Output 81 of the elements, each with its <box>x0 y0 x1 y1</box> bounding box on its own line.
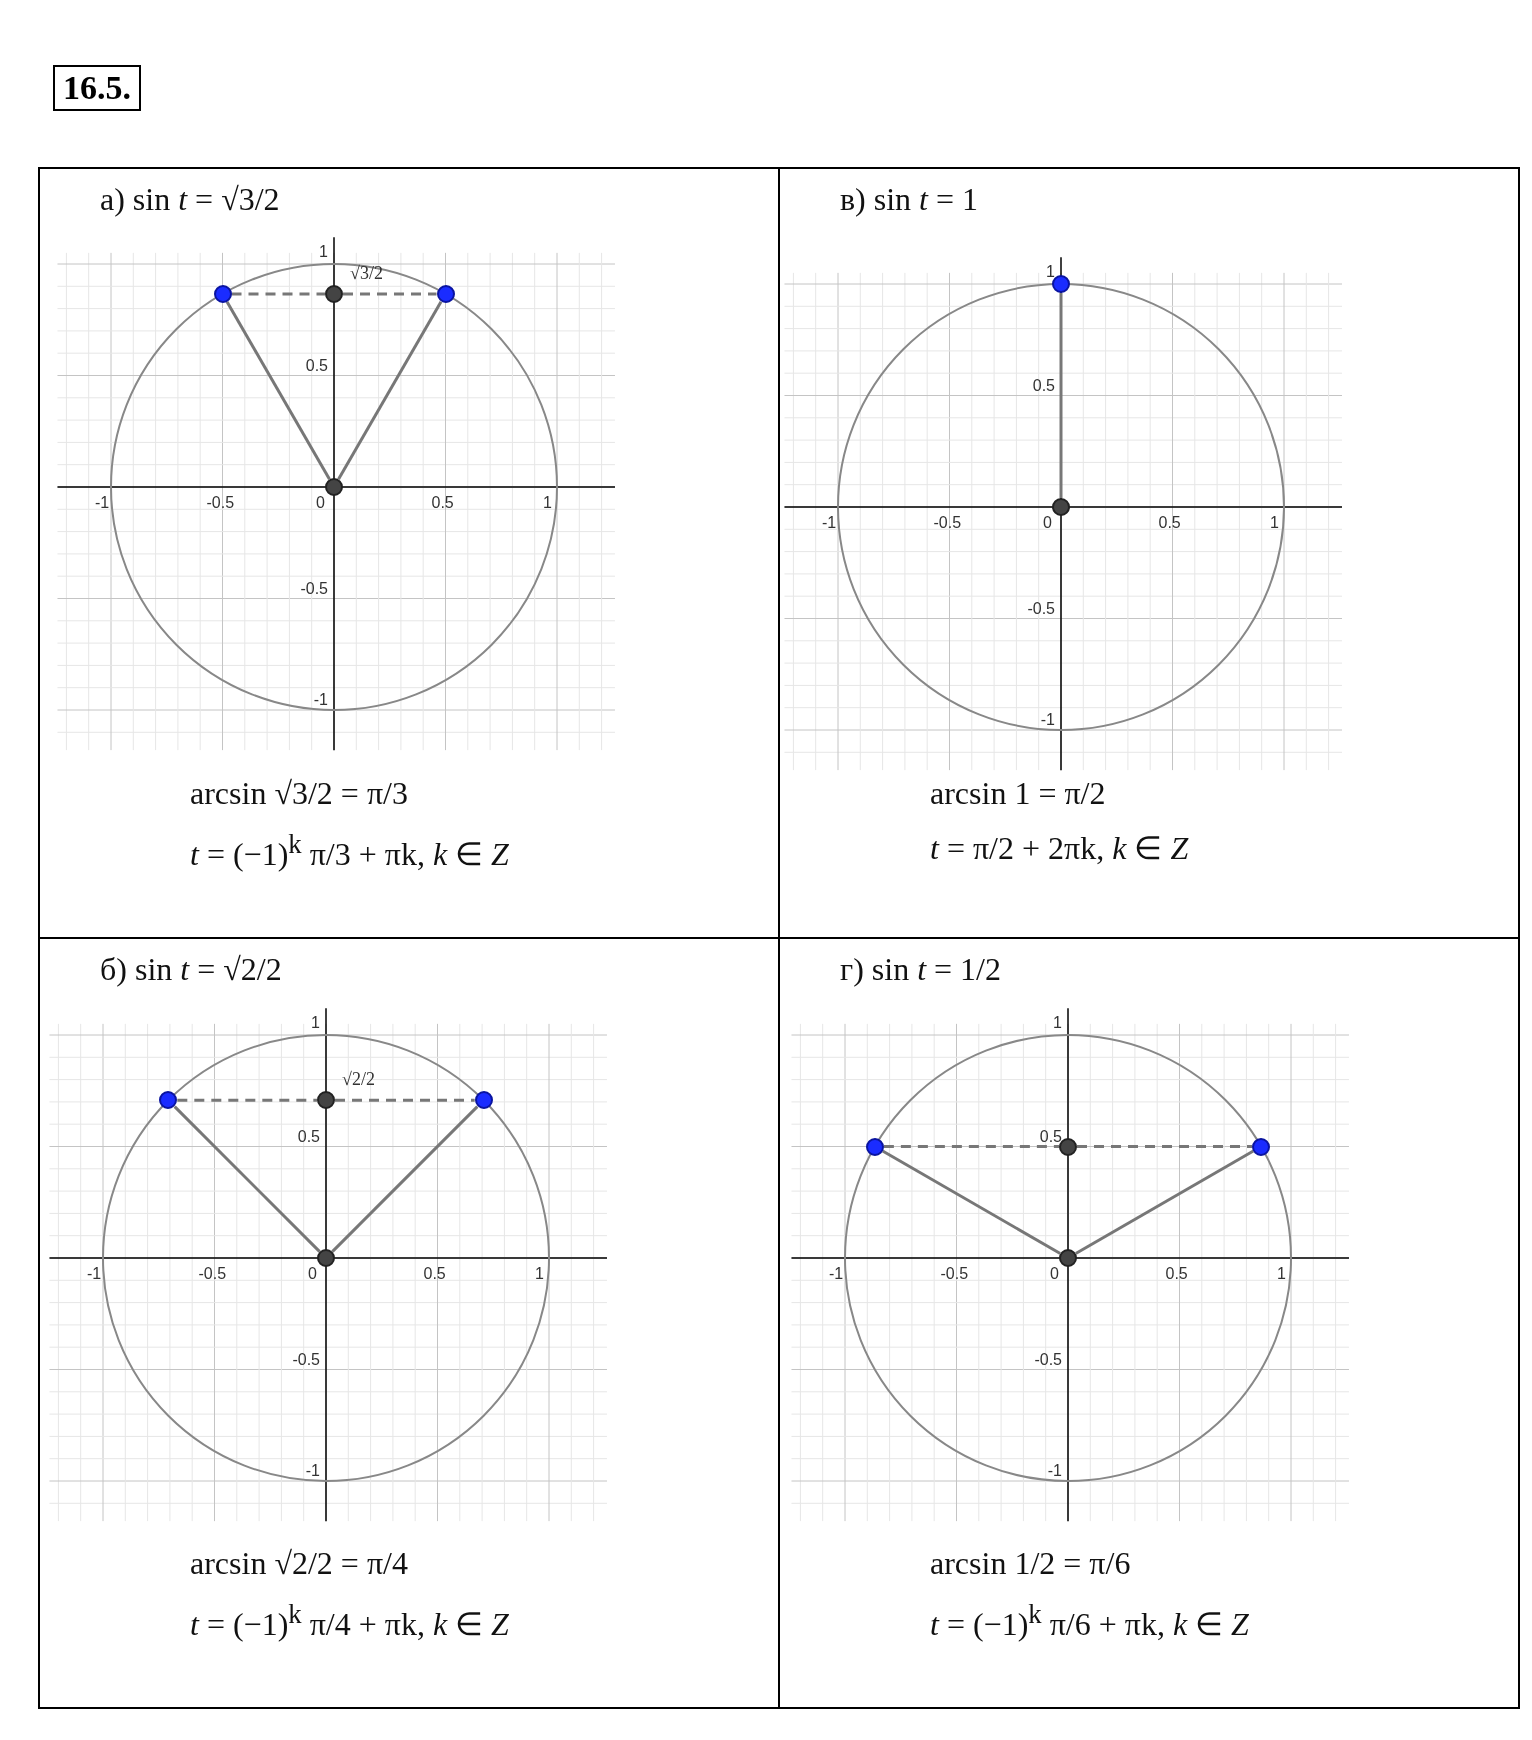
point-on-circle <box>1052 275 1070 293</box>
tick-label: 1 <box>543 495 552 511</box>
point-label: √3/2 <box>350 263 383 282</box>
tick-label: -0.5 <box>1034 1351 1062 1368</box>
graph-panel <box>778 937 1520 1709</box>
tick-label: 1 <box>535 1266 544 1282</box>
dashed-line <box>883 1145 1059 1148</box>
tick-label: -1 <box>95 495 110 511</box>
tick-label: 1 <box>1270 515 1279 531</box>
tick-label: -1 <box>87 1266 102 1282</box>
dashed-line <box>177 1098 317 1102</box>
point-on-circle <box>474 1091 493 1110</box>
tick-label: 0.5 <box>423 1266 446 1282</box>
equation-heading: а) sin t = √3/2 <box>100 181 280 218</box>
tick-label: 1 <box>1053 1015 1062 1031</box>
tick-label: -1 <box>305 1463 320 1479</box>
formula: arcsin √2/2 = π/4 <box>190 1545 408 1582</box>
point <box>317 1249 335 1267</box>
problem-number: 16.5. <box>53 65 141 111</box>
point-on-circle <box>159 1091 178 1110</box>
tick-label: 0.5 <box>1165 1266 1188 1282</box>
tick-label: -0.5 <box>300 580 328 597</box>
tick-label: -0.5 <box>206 495 235 511</box>
tick-label: -0.5 <box>292 1351 320 1368</box>
tick-label: -1 <box>1047 1463 1062 1479</box>
point-on-circle <box>436 284 455 303</box>
formula: arcsin 1/2 = π/6 <box>930 1545 1131 1582</box>
tick-label: -0.5 <box>198 1266 227 1282</box>
point-on-circle <box>1252 1137 1271 1156</box>
tick-label: -0.5 <box>940 1266 969 1282</box>
formula: t = (−1)$^{k}$ π/6 + πk, k ∈ Z <box>930 1599 1249 1643</box>
segment <box>331 1105 479 1253</box>
point-on-circle <box>865 1137 884 1156</box>
formula: t = (−1)$^{k}$ π/3 + πk, k ∈ Z <box>190 829 509 873</box>
graph-panel <box>778 167 1520 939</box>
formula: t = π/2 + 2πk, k ∈ Z <box>930 829 1189 867</box>
dashed-line <box>1077 1145 1253 1148</box>
formula: arcsin √3/2 = π/3 <box>190 775 408 812</box>
tick-label: 0.5 <box>297 1128 320 1145</box>
segment <box>173 1105 321 1253</box>
tick-label: -0.5 <box>1027 600 1055 617</box>
equation-heading: г) sin t = 1/2 <box>840 951 1001 988</box>
tick-label: 1 <box>311 1015 320 1031</box>
equation-heading: б) sin t = √2/2 <box>100 951 282 988</box>
segment <box>1075 1149 1255 1255</box>
tick-label: -1 <box>822 515 837 531</box>
tick-label: 0 <box>1043 515 1052 531</box>
point <box>325 284 343 303</box>
tick-label: 0 <box>308 1266 317 1282</box>
tick-label: 0.5 <box>305 357 328 374</box>
tick-label: 0 <box>316 495 325 511</box>
tick-label: 1 <box>1277 1266 1286 1282</box>
formula: arcsin 1 = π/2 <box>930 775 1106 812</box>
tick-label: 1 <box>319 244 328 260</box>
segment <box>1059 293 1063 498</box>
tick-label: 0 <box>1050 1266 1059 1282</box>
tick-label: -1 <box>829 1266 844 1282</box>
point <box>317 1091 335 1110</box>
point <box>1052 498 1070 516</box>
dashed-line <box>343 292 437 296</box>
tick-label: -1 <box>313 692 328 708</box>
tick-label: 0.5 <box>1039 1128 1062 1145</box>
tick-label: 1 <box>1046 264 1055 280</box>
dashed-line <box>231 292 325 296</box>
segment <box>337 300 443 480</box>
point <box>1059 1249 1077 1267</box>
tick-label: -0.5 <box>933 515 962 531</box>
segment <box>881 1149 1061 1255</box>
dashed-line <box>335 1098 475 1102</box>
equation-heading: в) sin t = 1 <box>840 181 979 218</box>
point <box>325 478 343 496</box>
segment <box>225 300 331 480</box>
tick-label: 0.5 <box>1158 515 1181 531</box>
point-label: √2/2 <box>342 1070 375 1089</box>
tick-label: -1 <box>1040 712 1055 728</box>
graph-panel <box>38 937 780 1709</box>
tick-label: 0.5 <box>1032 377 1055 394</box>
formula: t = (−1)$^{k}$ π/4 + πk, k ∈ Z <box>190 1599 509 1643</box>
graph-panel <box>38 167 780 939</box>
tick-label: 0.5 <box>431 495 454 511</box>
point-on-circle <box>213 284 232 303</box>
